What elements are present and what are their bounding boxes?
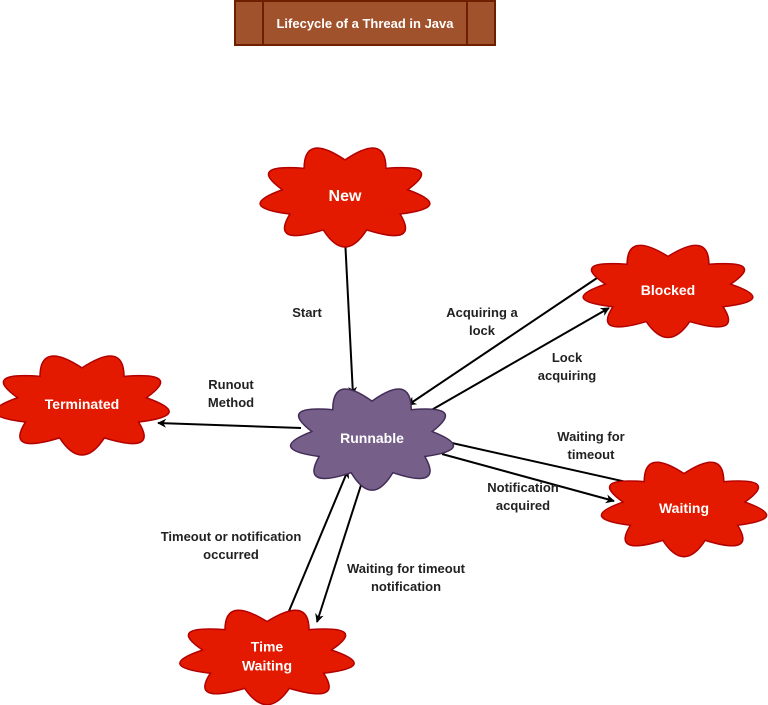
state-node-waiting: Waiting <box>600 461 768 558</box>
edge-waiting-to-runnable <box>433 436 641 486</box>
state-node-terminated: Terminated <box>0 355 170 456</box>
edge-runnable-to-terminated <box>157 418 302 429</box>
state-node-runnable: Runnable <box>289 388 455 491</box>
cloud-shape <box>289 388 455 491</box>
state-label: New <box>329 188 362 205</box>
diagram-title: Lifecycle of a Thread in Java <box>276 15 454 31</box>
cloud-shape <box>259 147 431 248</box>
edge-runnable-to-blocked <box>427 307 610 413</box>
state-label: Blocked <box>641 282 695 298</box>
edge-blocked-to-runnable <box>407 277 598 406</box>
cloud-shape <box>582 244 754 339</box>
edge-time_waiting-to-runnable <box>283 469 350 624</box>
edge-new-to-runnable <box>344 237 358 396</box>
diagram-title-box: Lifecycle of a Thread in Java <box>234 0 496 46</box>
cloud-shape <box>179 609 355 705</box>
cloud-shape <box>600 461 768 558</box>
state-node-new: New <box>259 147 431 248</box>
edge-runnable-to-time_waiting <box>315 481 363 623</box>
cloud-shape <box>0 355 170 456</box>
state-label: Terminated <box>45 396 119 412</box>
state-label: Runnable <box>340 430 404 446</box>
state-node-blocked: Blocked <box>582 244 754 339</box>
title-box-left-cell <box>236 2 264 44</box>
title-box-right-cell <box>466 2 494 44</box>
edge-runnable-to-waiting <box>441 453 615 504</box>
edge-label-new-to-runnable: Start <box>292 305 322 320</box>
state-label: Waiting <box>659 500 709 516</box>
